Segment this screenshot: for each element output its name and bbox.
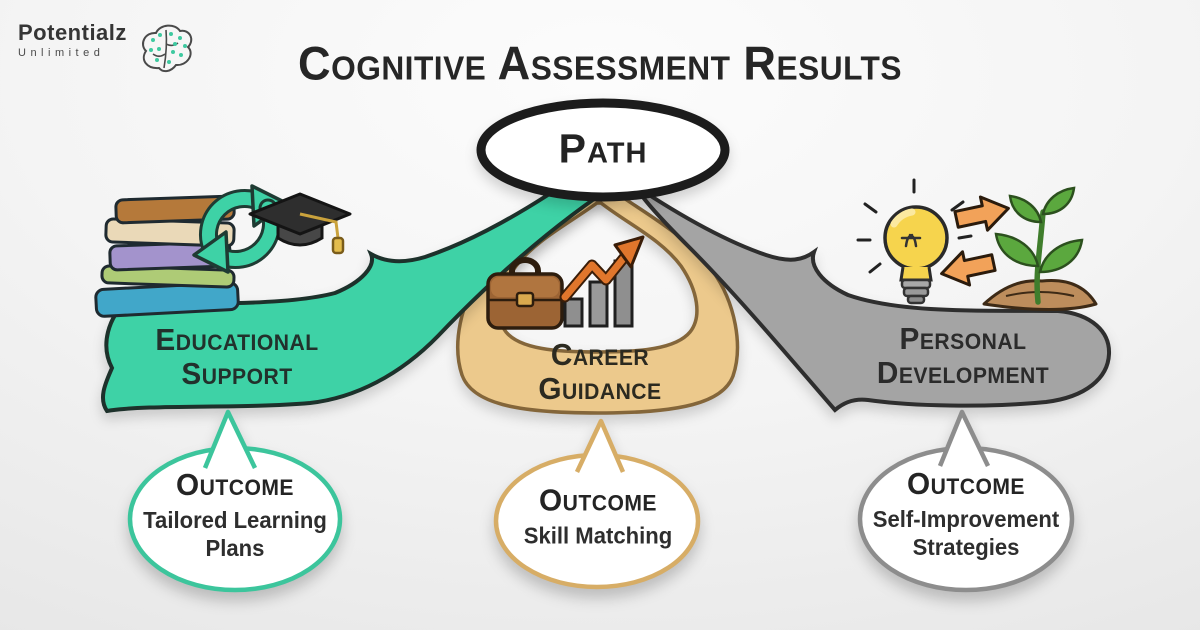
- brain-icon: [141, 24, 193, 73]
- brand-logo: Potentialz Unlimited: [18, 22, 195, 76]
- personal-branch-shape: [632, 183, 1112, 413]
- page-title: Cognitive Assessment Results: [298, 36, 902, 90]
- branch-label-personal: Personal Development: [876, 320, 1050, 390]
- outcome-title: Outcome: [175, 466, 295, 502]
- educational-branch-shape: [101, 180, 616, 414]
- outcome-career: Outcome Skill Matching: [492, 484, 703, 549]
- outcome-title: Outcome: [538, 482, 658, 518]
- educational-outcome-bubble: [127, 409, 343, 593]
- briefcase-icon: [486, 257, 564, 330]
- brand-name: Potentialz: [18, 20, 127, 45]
- outcome-personal: Outcome Self-Improvement Strategies: [860, 465, 1071, 561]
- plant-icon: [982, 186, 1098, 311]
- outcome-title: Outcome: [906, 465, 1026, 501]
- graduation-cap-icon: [248, 192, 352, 255]
- exchange-arrows-icon: [940, 195, 1010, 287]
- lightbulb-icon: [856, 178, 973, 305]
- personal-outcome-bubble: [857, 409, 1075, 593]
- brand-subtitle: Unlimited: [18, 47, 105, 59]
- growth-chart-icon: [559, 235, 645, 328]
- path-node-label: Path: [558, 125, 648, 172]
- branch-label-educational: Educational Support: [155, 321, 319, 391]
- branch-label-career: Career Guidance: [538, 336, 662, 406]
- outcome-educational: Outcome Tailored Learning Plans: [129, 466, 340, 562]
- career-outcome-bubble: [493, 418, 701, 590]
- path-node-oval: [476, 98, 730, 202]
